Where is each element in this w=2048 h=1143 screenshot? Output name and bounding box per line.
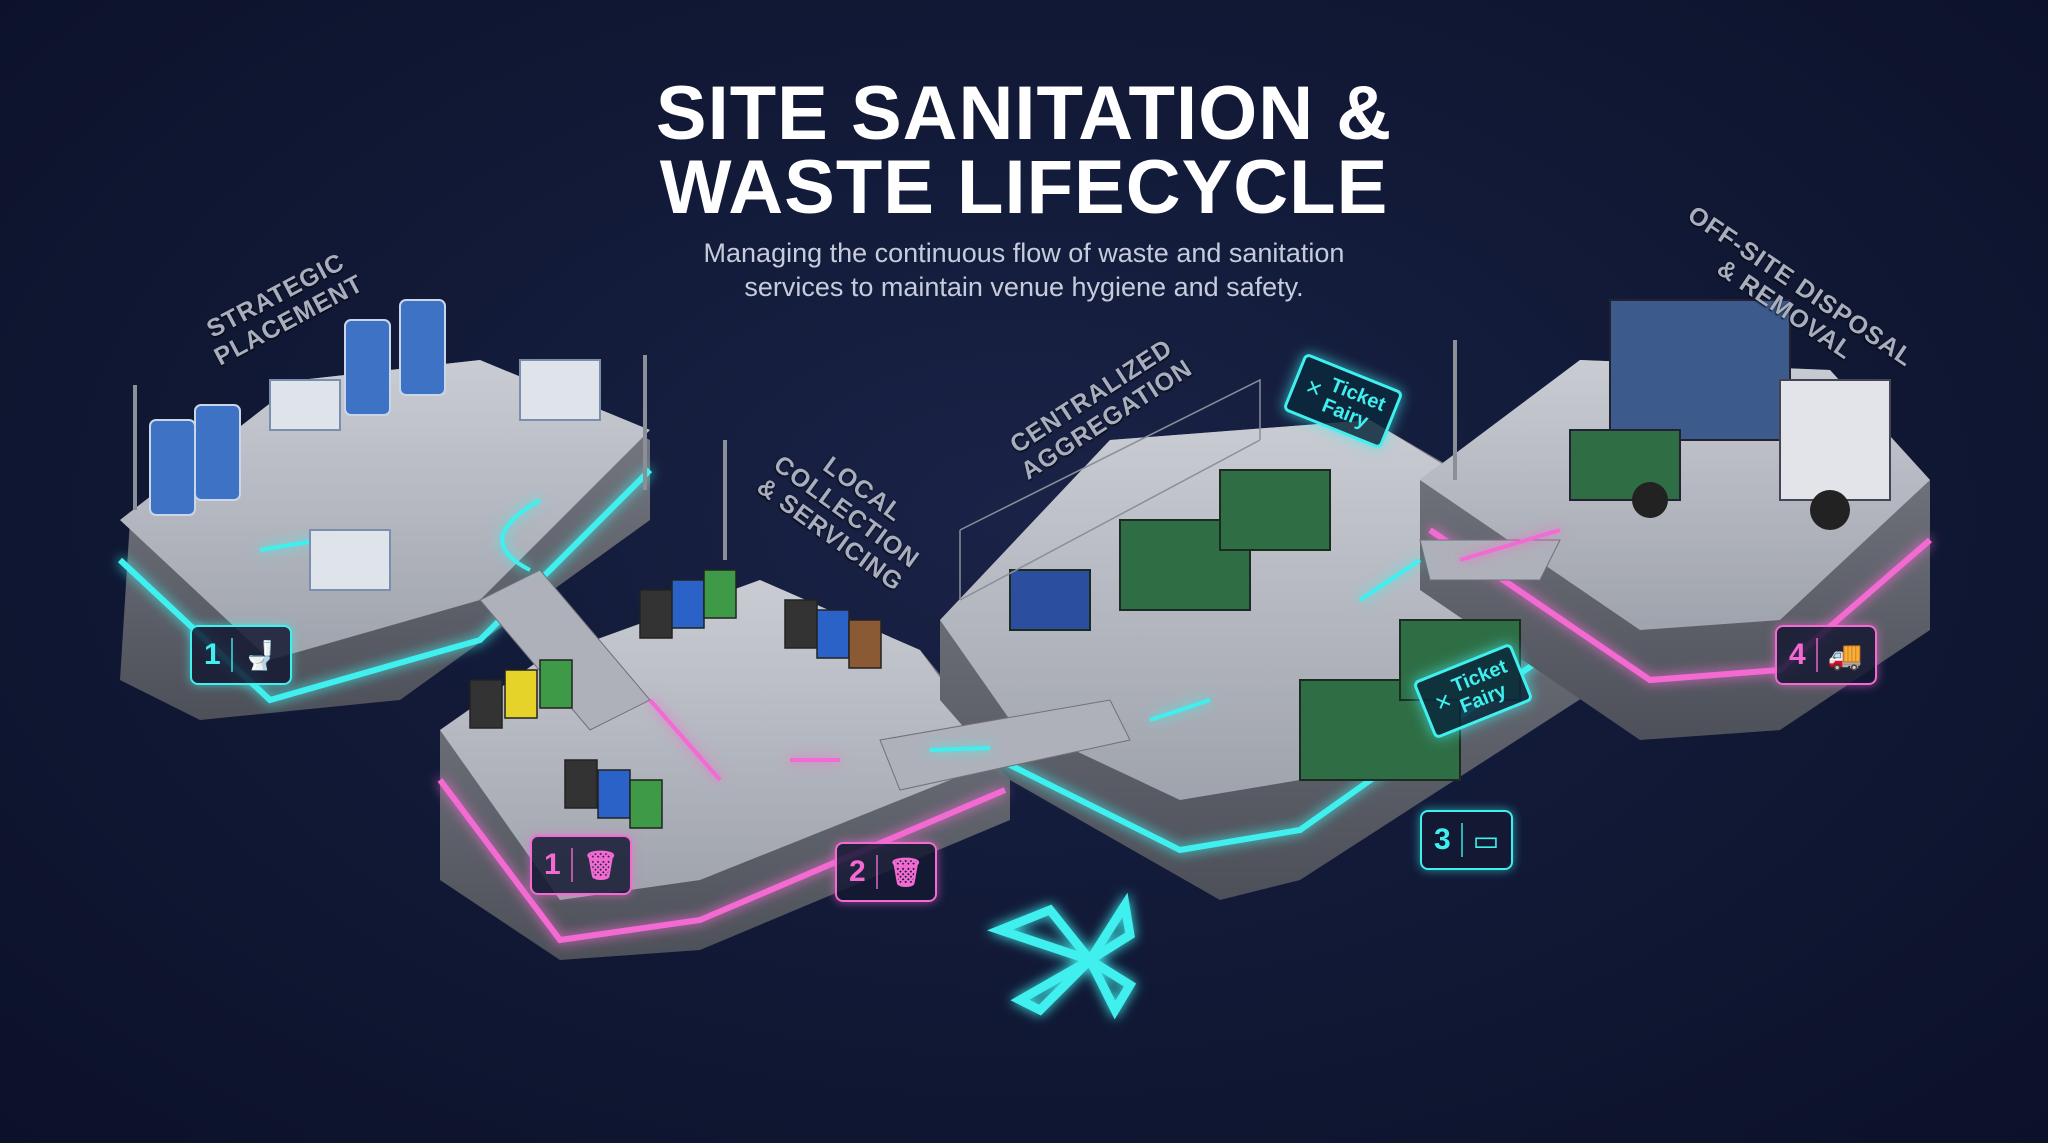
ticket-fairy-logo-icon [986, 892, 1137, 1020]
portable-toilets [149, 299, 446, 516]
subtitle-line2: services to maintain venue hygiene and s… [744, 272, 1304, 302]
ramp-3-4 [1419, 539, 1561, 581]
subtitle-line1: Managing the continuous flow of waste an… [703, 238, 1345, 268]
garbage-truck-icon: 🚚 [1827, 639, 1863, 671]
badge-step-3-dumpster: 3 ▭ [1420, 810, 1514, 870]
ramp-2-3 [879, 699, 1131, 791]
badge-step-1-bin: 1 🗑 [530, 835, 633, 895]
badge-step-4-truck: 4 🚚 [1775, 625, 1877, 685]
trash-bin-icon: 🗑 [887, 856, 924, 888]
page-title-line1: SITE SANITATION & [655, 71, 1393, 156]
dumpster-icon: ▭ [1472, 824, 1500, 856]
trash-bin-icon: 🗑 [582, 849, 619, 881]
light-poles [133, 340, 1457, 560]
badge-step-2-bin: 2 🗑 [835, 842, 938, 902]
ticket-fairy-logo-icon: ✕ [1301, 375, 1326, 403]
garbage-truck [1569, 299, 1891, 530]
toilet-icon: 🚽 [242, 639, 278, 671]
fence [959, 378, 1261, 601]
flow-arrows [259, 498, 1561, 782]
badge-step-1-toilet: 1 🚽 [190, 625, 292, 685]
ticket-fairy-logo-icon: ✕ [1431, 689, 1456, 717]
page-title-line2: WASTE LIFECYCLE [659, 145, 1389, 230]
wheelie-bins [469, 569, 882, 829]
handwash-stations [269, 359, 601, 591]
